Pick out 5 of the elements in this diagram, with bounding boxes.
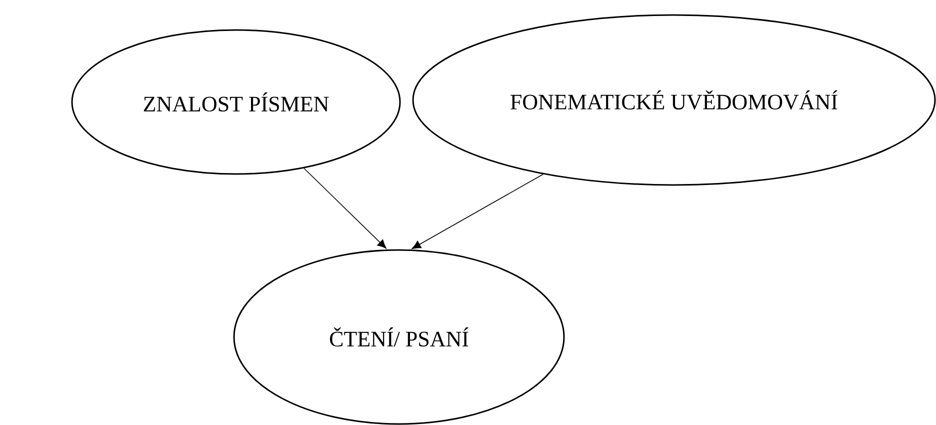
ellipse-node: ČTENÍ/ PSANÍ [233,249,565,425]
arrow [412,174,544,249]
ellipse-node: FONEMATICKÉ UVĚDOMOVÁNÍ [412,14,936,186]
ellipse-node: ZNALOST PÍSMEN [71,29,401,175]
arrow [304,168,386,249]
